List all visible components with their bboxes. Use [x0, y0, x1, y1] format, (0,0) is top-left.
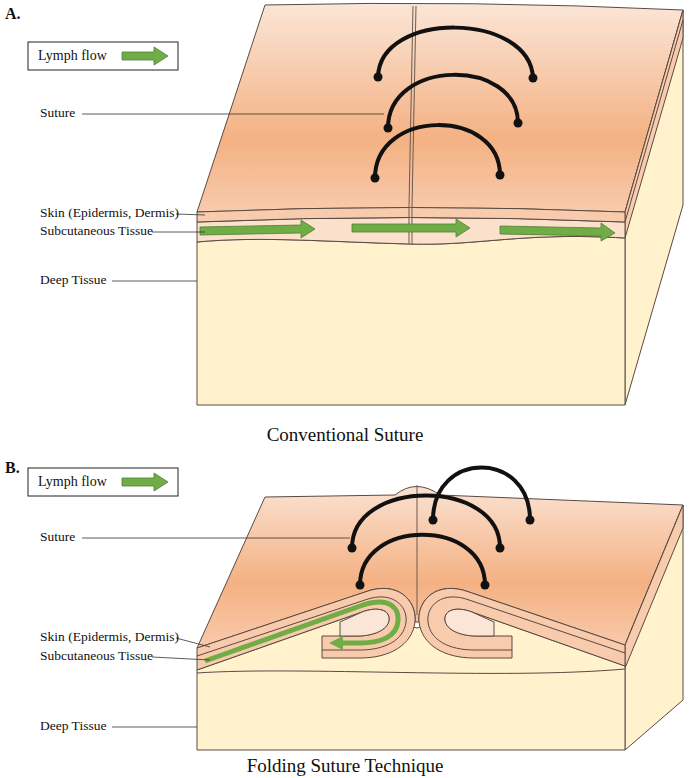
legend-frame	[28, 468, 178, 496]
layer-line	[197, 669, 625, 673]
legend-text: Lymph flow	[38, 49, 120, 63]
side-skin-strip	[625, 505, 683, 668]
side-face	[625, 10, 683, 405]
panel-b-block	[197, 485, 683, 750]
suture-end	[371, 174, 380, 183]
lymph-arrow	[205, 602, 398, 661]
fold-core	[340, 609, 389, 636]
suture-end	[348, 544, 357, 553]
suture-end	[526, 516, 535, 525]
skin-surface	[197, 3, 683, 212]
layer-line	[625, 20, 683, 222]
suture-end	[429, 516, 438, 525]
side-skin-strip	[625, 10, 683, 238]
layer-line	[428, 597, 625, 653]
suture-end	[374, 73, 383, 82]
skin-fold	[197, 588, 415, 670]
legend-text: Lymph flow	[38, 475, 120, 489]
part-label: Deep Tissue	[40, 273, 220, 287]
panel-caption: Conventional Suture	[145, 425, 545, 444]
legend-box-b	[28, 468, 178, 496]
panel-a-leaders	[82, 114, 384, 281]
suture-end	[384, 124, 393, 133]
suture-end	[481, 581, 490, 590]
subcutaneous-layer	[197, 218, 625, 245]
suture-loop	[378, 28, 533, 78]
leader-line	[82, 114, 384, 115]
legend-arrow	[122, 47, 168, 65]
leader-line	[176, 214, 205, 215]
lymph-arrow	[352, 219, 470, 237]
part-label: Suture	[40, 106, 220, 120]
panel-b-suture-dots	[348, 516, 535, 590]
lymph-arrowhead	[329, 636, 343, 650]
panel-caption: Folding Suture Technique	[145, 756, 545, 775]
part-label: Subcutaneous Tissue	[40, 224, 220, 238]
suture-loop	[352, 496, 500, 549]
panel-a-sutures	[375, 28, 533, 178]
suture-loop	[360, 535, 485, 585]
lymph-arrow	[500, 223, 615, 241]
skin-layer	[197, 208, 625, 223]
panel-letter: B.	[5, 460, 185, 476]
legend-box-a	[28, 42, 178, 70]
leader-line	[152, 232, 205, 233]
suture-end	[356, 581, 365, 590]
suture-loop	[388, 75, 518, 128]
leader-line	[112, 281, 197, 282]
panel-b-sutures	[352, 468, 530, 586]
fold-core	[445, 609, 494, 636]
legend-frame	[28, 42, 178, 70]
panel-a-block	[197, 3, 683, 405]
panel-letter: A.	[5, 6, 185, 22]
lymph-arrow	[200, 220, 315, 238]
leader-line	[82, 538, 350, 539]
suture-end	[496, 171, 505, 180]
part-label: Deep Tissue	[40, 719, 220, 733]
deep-tissue	[197, 236, 625, 405]
suture-end	[514, 119, 523, 128]
leader-line	[176, 638, 210, 647]
leader-line	[152, 657, 210, 660]
suture-end	[496, 544, 505, 553]
suture-end	[529, 74, 538, 83]
suture-loop	[375, 125, 500, 178]
skin-fold	[419, 588, 625, 666]
legend-arrow	[122, 473, 168, 491]
part-label: Skin (Epidermis, Dermis)	[40, 206, 220, 220]
part-label: Skin (Epidermis, Dermis)	[40, 630, 220, 644]
leader-line	[112, 727, 197, 728]
incision-line	[417, 485, 418, 615]
side-face	[625, 505, 683, 750]
part-label: Suture	[40, 530, 220, 544]
part-label: Subcutaneous Tissue	[40, 649, 220, 663]
panel-a-suture-dots	[371, 73, 538, 183]
